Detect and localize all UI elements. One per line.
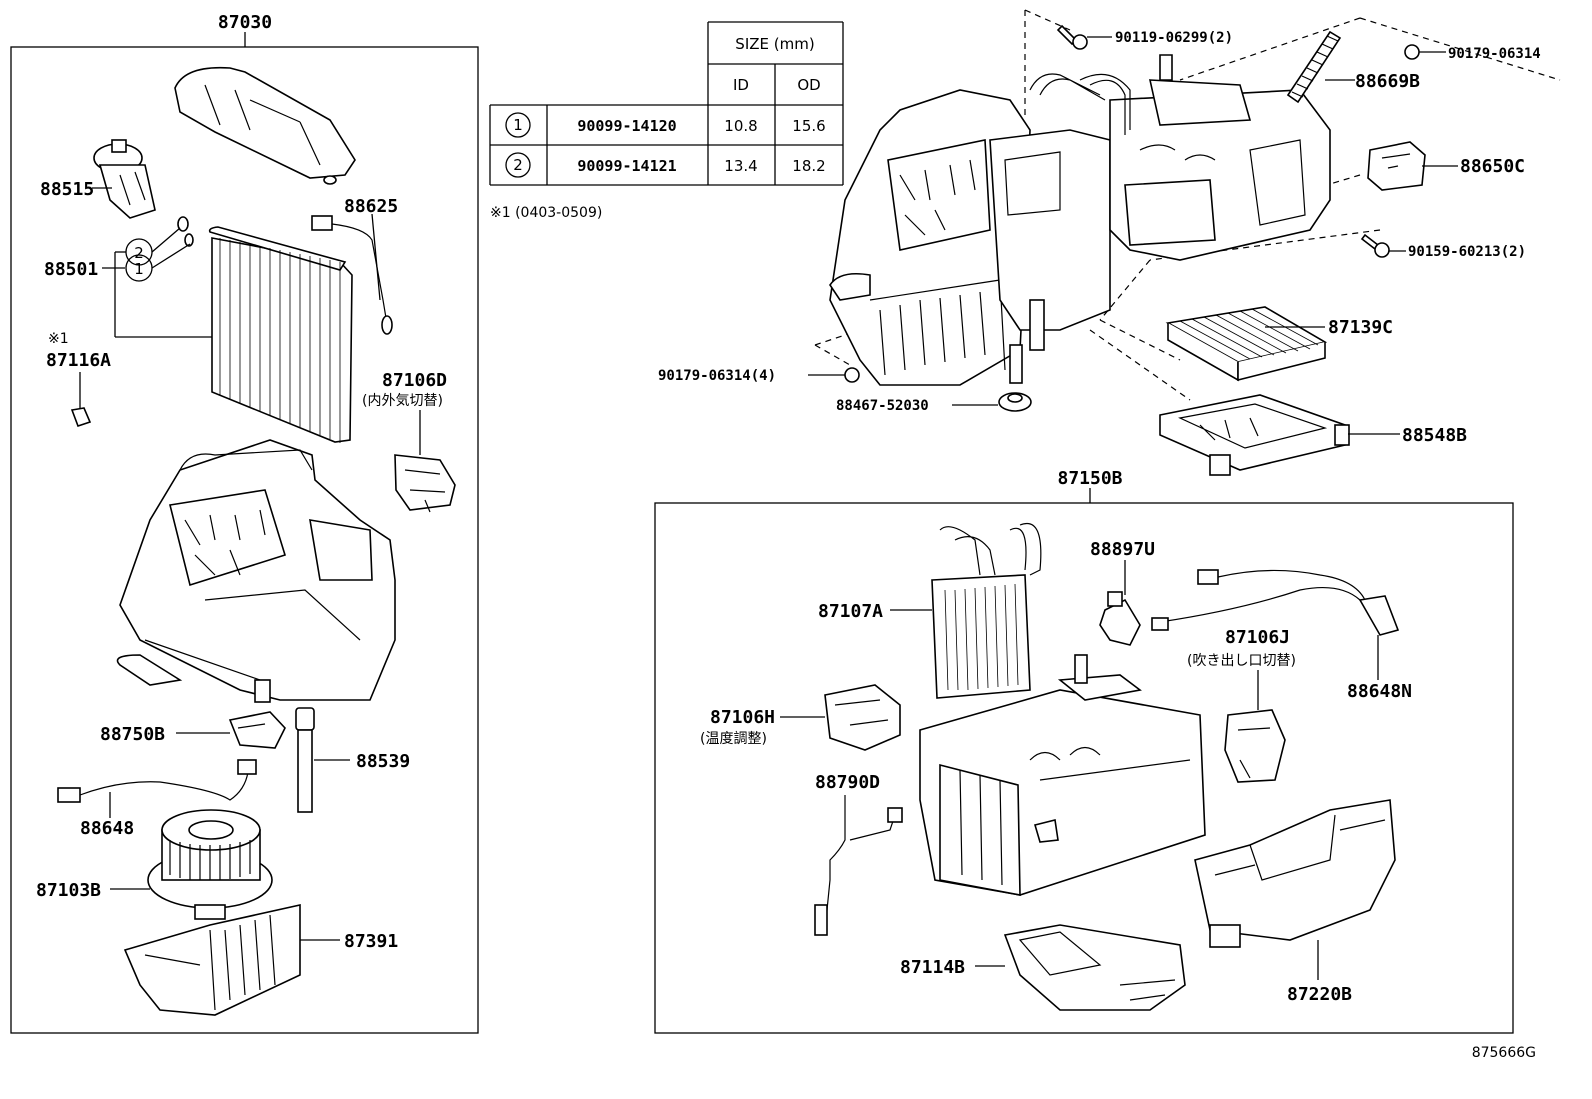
nut-90179-x4-drawing [844,367,860,383]
table-row-part: 90099-14120 [577,117,676,135]
coil-88669B-drawing [1286,30,1342,104]
label-88515: 88515 [40,179,94,200]
table-row-od: 15.6 [792,117,825,135]
sensor-88625-drawing [311,215,393,335]
label-88501: 88501 [44,259,98,280]
clip-87116A-drawing [70,407,92,428]
label-88648: 88648 [80,818,134,839]
label-87106H: 87106H [710,707,775,728]
blower-case-drawing [116,439,396,703]
amplifier-88650C-drawing [1367,141,1426,191]
filter-case-88548B-drawing [1159,394,1350,476]
label-87106D-note: (内外気切替) [362,393,443,409]
table-row-id: 10.8 [724,117,757,135]
resistor-88750B-drawing [228,711,286,749]
label-87220B: 87220B [1287,984,1352,1005]
label-88548B: 88548B [1402,425,1467,446]
screw-90159-drawing [1360,233,1390,258]
nut-90179-drawing [1404,44,1420,60]
drawing-id: 875666G [1472,1045,1536,1061]
actuator-87106D-drawing [394,454,456,513]
size-table-footnote: ※1 (0403-0509) [490,205,602,221]
drain-88539-drawing [295,707,315,813]
servo-88515-drawing [93,139,156,219]
label-87106D: 87106D [382,370,447,391]
duct-part-drawing [174,66,356,185]
sensor-88897U-drawing [1099,591,1141,646]
label-88750B: 88750B [100,724,165,745]
label-88650C: 88650C [1460,156,1525,177]
screw-90119-drawing [1056,24,1088,50]
duct-87114B-drawing [1003,924,1186,1011]
heater-core-87107A-drawing [931,522,1042,699]
size-table: SIZE (mm) ID OD 1 90099-14120 10.8 15.6 … [489,21,844,186]
actuator-87106J-drawing [1224,709,1286,783]
blower-motor-87103B-drawing [147,809,273,920]
size-table-col-od: OD [797,76,820,94]
evaporator-88501-drawing [208,226,353,443]
duct-87220B-drawing [1194,799,1396,948]
label-90179-06314: 90179-06314 [1448,46,1541,62]
label-87106J: 87106J [1225,627,1290,648]
hvac-assembly-drawing [814,9,1561,401]
left-assembly-frame: 87030 [10,12,479,1034]
table-row-od: 18.2 [792,157,825,175]
label-87106H-note: (温度調整) [700,731,767,747]
label-87106J-note: (吹き出し口切替) [1187,653,1296,669]
label-88648N: 88648N [1347,681,1412,702]
right-assembly-frame: 87150B [654,468,1514,1034]
label-88625: 88625 [344,196,398,217]
label-88467-52030: 88467-52030 [836,398,929,414]
label-87116A: 87116A [46,350,111,371]
size-table-header: SIZE (mm) [735,35,814,53]
label-87391: 87391 [344,931,398,952]
label-88539: 88539 [356,751,410,772]
size-table-col-id: ID [733,76,749,94]
label-88897U: 88897U [1090,539,1155,560]
label-90119-06299: 90119-06299(2) [1115,30,1233,46]
label-90179-06314-x4: 90179-06314(4) [658,368,776,384]
cover-87391-drawing [123,904,301,1016]
evaporator-callout: 88501 1 [44,227,212,338]
table-row-marker: 2 [513,156,523,174]
label-88790D: 88790D [815,772,880,793]
table-row-part: 90099-14121 [577,157,676,175]
marker-2: 2 [134,244,144,262]
table-row-id: 13.4 [724,157,757,175]
frame-label-87030: 87030 [218,12,272,33]
harness-88648N-drawing [1151,569,1400,636]
table-row-marker: 1 [513,116,523,134]
note-mark-1: ※1 [48,331,69,347]
label-87107A: 87107A [818,601,883,622]
label-87114B: 87114B [900,957,965,978]
label-87139C: 87139C [1328,317,1393,338]
harness-88648-drawing [57,759,257,803]
marker-1: 1 [134,260,144,278]
label-87103B: 87103B [36,880,101,901]
label-90159-60213: 90159-60213(2) [1408,244,1526,260]
filter-87139C-drawing [1165,306,1328,382]
actuator-87106H-drawing [824,684,901,751]
sensor-88790D-drawing [814,795,903,936]
frame-label-87150B: 87150B [1057,468,1122,489]
heater-case-drawing [919,654,1206,896]
label-88669B: 88669B [1355,71,1420,92]
